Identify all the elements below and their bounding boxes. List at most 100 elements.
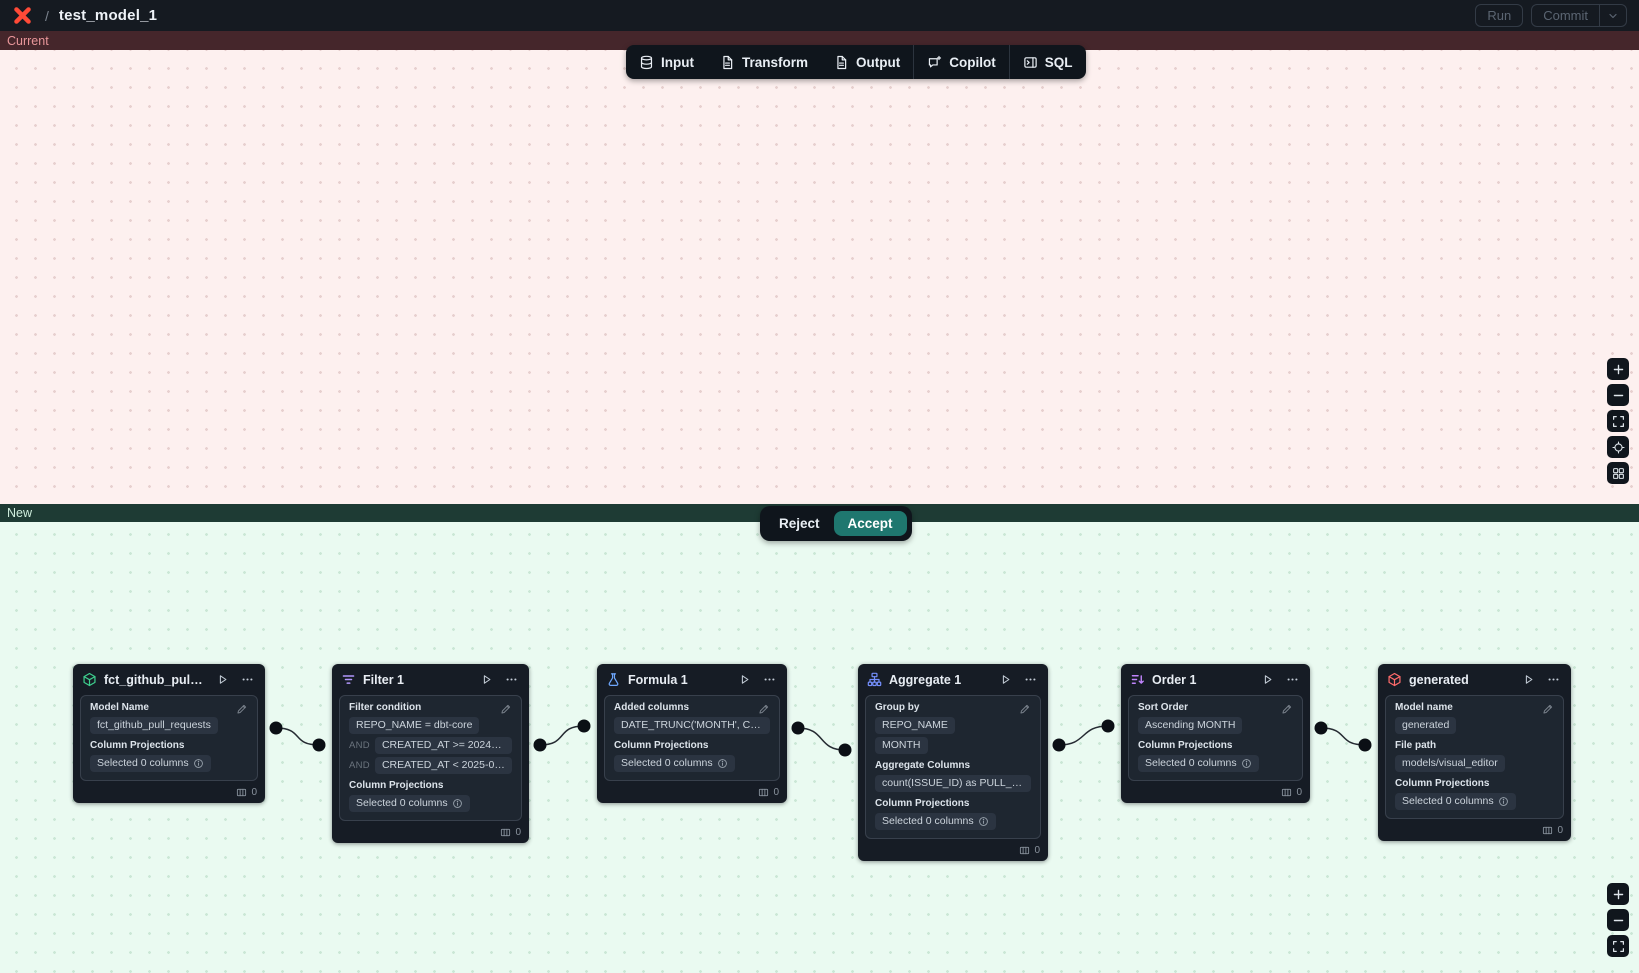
row-count: 0 <box>773 786 779 798</box>
locate-button[interactable] <box>1607 436 1629 458</box>
node-menu-button[interactable] <box>760 671 778 689</box>
pill-text: CREATED_AT >= 2024-12-01 <box>381 739 505 751</box>
toolbar-separator <box>913 45 915 79</box>
page-title: test_model_1 <box>58 7 158 24</box>
node-run-button[interactable] <box>1519 671 1537 689</box>
columns-icon <box>758 787 769 798</box>
node-run-button[interactable] <box>735 671 753 689</box>
ellipsis-icon <box>1024 673 1037 686</box>
edge-handle <box>1358 738 1372 752</box>
value-pill[interactable]: Selected 0 columns <box>875 813 996 830</box>
pencil-icon <box>1281 703 1293 715</box>
toolbar-copilot-button[interactable]: Copilot <box>914 45 1009 79</box>
pill-row: Selected 0 columns <box>90 755 248 772</box>
section-label: Sort Order <box>1138 702 1189 713</box>
edit-node-button[interactable] <box>757 703 771 717</box>
value-pill[interactable]: Selected 0 columns <box>1395 793 1516 810</box>
value-pill[interactable]: fct_github_pull_requests <box>90 717 218 734</box>
run-button-label: Run <box>1487 8 1512 23</box>
value-pill[interactable]: CREATED_AT >= 2024-12-01 <box>374 737 512 754</box>
node-run-button[interactable] <box>477 671 495 689</box>
reject-button[interactable]: Reject <box>765 511 834 536</box>
edit-node-button[interactable] <box>1280 703 1294 717</box>
value-pill[interactable]: REPO_NAME <box>875 717 955 734</box>
row-count: 0 <box>1296 786 1302 798</box>
value-pill[interactable]: DATE_TRUNC('MONTH', CREATED_AT… <box>614 717 770 734</box>
value-pill[interactable]: REPO_NAME = dbt-core <box>349 717 480 734</box>
pill-row: Selected 0 columns <box>349 795 512 812</box>
edit-node-button[interactable] <box>1541 703 1555 717</box>
commit-button[interactable]: Commit <box>1543 8 1588 23</box>
new-canvas-controls <box>1607 883 1629 957</box>
value-pill[interactable]: Selected 0 columns <box>349 795 470 812</box>
run-button[interactable]: Run <box>1475 4 1524 27</box>
grid-button[interactable] <box>1607 462 1629 484</box>
edge <box>539 725 585 746</box>
fit-view-button[interactable] <box>1607 410 1629 432</box>
zoom-in-button[interactable] <box>1607 883 1629 905</box>
section-label: Group by <box>875 702 920 713</box>
node-menu-button[interactable] <box>502 671 520 689</box>
pill-row: Ascending MONTH <box>1138 717 1293 734</box>
node-run-button[interactable] <box>1258 671 1276 689</box>
play-icon <box>738 673 751 686</box>
commit-dropdown-button[interactable] <box>1599 5 1626 26</box>
edit-node-button[interactable] <box>499 703 513 717</box>
node-source[interactable]: fct_github_pull_requestsModel Namefct_gi… <box>73 664 265 803</box>
edit-node-button[interactable] <box>235 703 249 717</box>
play-icon <box>1522 673 1535 686</box>
info-icon <box>1498 796 1509 807</box>
ellipsis-icon <box>241 673 254 686</box>
edit-node-button[interactable] <box>1018 703 1032 717</box>
value-pill[interactable]: Selected 0 columns <box>90 755 211 772</box>
info-icon <box>452 798 463 809</box>
node-header: fct_github_pull_requests <box>73 664 265 695</box>
pill-text: CREATED_AT < 2025-03-01 <box>381 759 505 771</box>
value-pill[interactable]: Selected 0 columns <box>1138 755 1259 772</box>
new-canvas[interactable]: fct_github_pull_requestsModel Namefct_gi… <box>0 522 1639 973</box>
node-run-button[interactable] <box>996 671 1014 689</box>
section-label: Column Projections <box>90 740 185 751</box>
value-pill[interactable]: CREATED_AT < 2025-03-01 <box>374 757 512 774</box>
value-pill[interactable]: models/visual_editor <box>1395 755 1505 772</box>
pill-text: Selected 0 columns <box>1145 757 1237 769</box>
dbt-logo-icon[interactable] <box>12 5 33 26</box>
node-menu-button[interactable] <box>1021 671 1039 689</box>
node-footer: 0 <box>73 781 265 803</box>
fit-view-button[interactable] <box>1607 935 1629 957</box>
accept-button[interactable]: Accept <box>833 511 907 536</box>
fit-view-icon <box>1612 940 1625 953</box>
toolbar-input-button[interactable]: Input <box>626 45 707 79</box>
value-pill[interactable]: Selected 0 columns <box>614 755 735 772</box>
value-pill[interactable]: MONTH <box>875 737 928 754</box>
columns-icon <box>500 827 511 838</box>
pencil-icon <box>236 703 248 715</box>
value-pill[interactable]: count(ISSUE_ID) as PULL_REQUEST_… <box>875 775 1031 792</box>
current-canvas[interactable] <box>0 50 1639 504</box>
node-run-button[interactable] <box>213 671 231 689</box>
node-menu-button[interactable] <box>238 671 256 689</box>
toolbar-output-button[interactable]: Output <box>821 45 913 79</box>
database-icon <box>639 55 654 70</box>
toolbar-transform-button[interactable]: Transform <box>707 45 821 79</box>
edge-handle <box>838 743 852 757</box>
zoom-in-button[interactable] <box>1607 358 1629 380</box>
toolbar-sql-button[interactable]: SQL <box>1010 45 1086 79</box>
value-pill[interactable]: generated <box>1395 717 1457 734</box>
zoom-out-button[interactable] <box>1607 909 1629 931</box>
zoom-out-button[interactable] <box>1607 384 1629 406</box>
node-menu-button[interactable] <box>1283 671 1301 689</box>
node-menu-button[interactable] <box>1544 671 1562 689</box>
value-pill[interactable]: Ascending MONTH <box>1138 717 1243 734</box>
